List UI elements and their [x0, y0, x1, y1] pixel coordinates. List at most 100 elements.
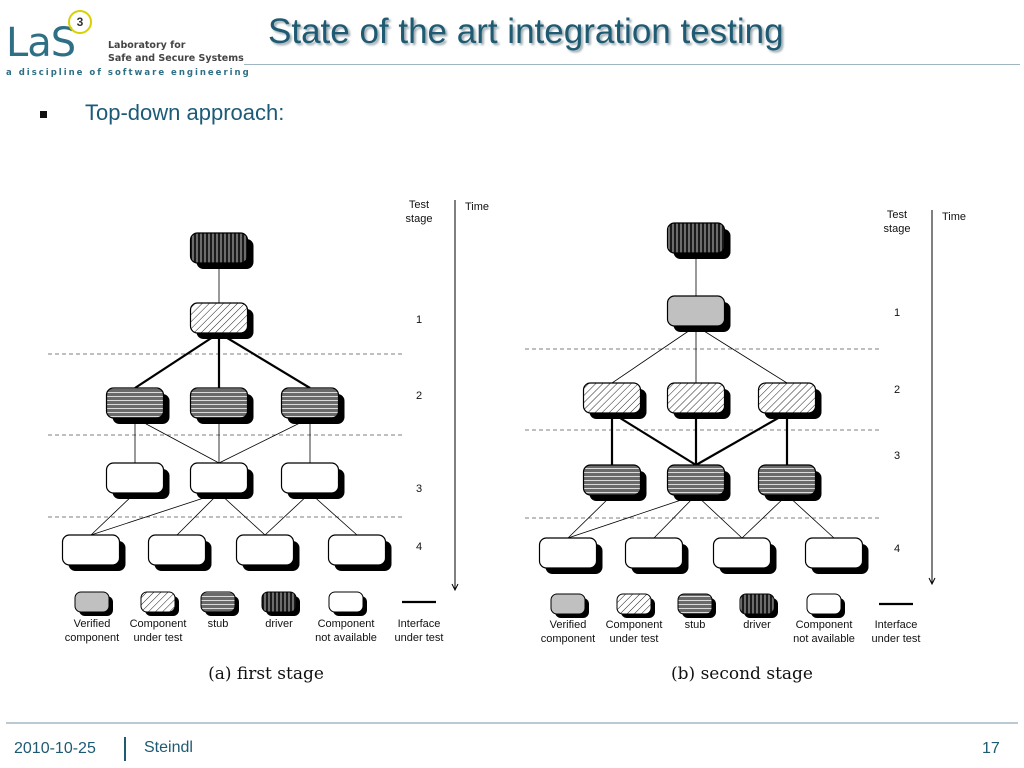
component-na — [105, 462, 170, 499]
component-stub — [582, 464, 647, 501]
interface-under-test — [611, 412, 697, 466]
component-na — [61, 534, 126, 571]
logo-wordmark: LaS — [6, 20, 76, 66]
component-cut — [582, 382, 647, 419]
legend-swatch — [140, 591, 176, 613]
stage-number: 3 — [894, 450, 900, 462]
legend-swatch — [74, 591, 110, 613]
connector-line — [567, 494, 697, 539]
logo-tagline: a discipline of software engineering — [6, 68, 251, 78]
legend-label: Interface — [875, 619, 918, 631]
node-box — [666, 295, 726, 327]
integration-diagram: TimeTeststage1234VerifiedcomponentCompon… — [48, 199, 966, 684]
logo-superscript: 3 — [68, 10, 92, 34]
connector-line — [786, 494, 835, 539]
component-driver — [666, 222, 731, 259]
connector-line — [309, 492, 358, 536]
legend-cut — [140, 591, 179, 616]
node-box — [804, 537, 864, 569]
las3-logo: LaS 3 Laboratory for Safe and Secure Sys… — [4, 4, 249, 78]
legend-label: not available — [315, 632, 377, 644]
connector-line — [218, 492, 266, 536]
node-box — [189, 462, 249, 494]
component-na — [538, 537, 603, 574]
node-box — [189, 232, 249, 264]
legend-na — [806, 593, 845, 618]
footer-author: Steindl — [144, 739, 193, 756]
legend-na — [328, 591, 367, 616]
component-stub — [666, 464, 731, 501]
legend-stub — [200, 591, 239, 616]
connector-line — [90, 492, 220, 536]
legend-label: component — [541, 633, 595, 645]
test-stage-label: Test — [887, 209, 907, 221]
component-na — [624, 537, 689, 574]
connector-line — [134, 417, 220, 464]
test-stage-label: Test — [409, 199, 429, 211]
node-box — [712, 537, 772, 569]
legend-label: Component — [318, 618, 375, 630]
node-box — [189, 387, 249, 419]
header-divider — [244, 64, 1020, 65]
connector-line — [695, 325, 788, 384]
legend-label: Component — [606, 619, 663, 631]
time-label: Time — [942, 211, 966, 223]
component-stub — [189, 387, 254, 424]
bullet-square-icon — [40, 111, 47, 118]
legend-label: Verified — [550, 619, 587, 631]
node-box — [757, 464, 817, 496]
legend-swatch — [806, 593, 842, 615]
legend-swatch — [739, 593, 775, 615]
legend-swatch — [328, 591, 364, 613]
stage-number: 1 — [894, 307, 900, 319]
legend-label: driver — [265, 618, 293, 630]
legend-cut — [616, 593, 655, 618]
node-box — [61, 534, 121, 566]
stage-number: 4 — [894, 543, 900, 555]
legend-driver — [261, 591, 300, 616]
footer-divider — [6, 722, 1018, 724]
connector-line — [90, 492, 136, 536]
legend-label: Verified — [74, 618, 111, 630]
logo-subtitle-2: Safe and Secure Systems — [108, 53, 244, 64]
legend-label: driver — [743, 619, 771, 631]
connector-line — [264, 492, 311, 536]
test-stage-label: stage — [884, 223, 911, 235]
node-box — [105, 387, 165, 419]
component-na — [327, 534, 392, 571]
legend-swatch — [550, 593, 586, 615]
legend-label: under test — [872, 633, 921, 645]
legend-verified — [74, 591, 113, 616]
legend-label: under test — [395, 632, 444, 644]
panel-caption: (a) first stage — [208, 664, 324, 684]
connector-line — [741, 494, 788, 539]
node-box — [666, 382, 726, 414]
footer-date: 2010-10-25 — [14, 740, 96, 757]
node-box — [280, 387, 340, 419]
connector-line — [695, 494, 743, 539]
component-na — [235, 534, 300, 571]
connector-line — [218, 417, 311, 464]
legend-verified — [550, 593, 589, 618]
footer-separator — [124, 737, 126, 761]
legend-label: Component — [130, 618, 187, 630]
page-number: 17 — [982, 740, 1000, 757]
stage-number: 3 — [416, 483, 422, 495]
component-cut — [757, 382, 822, 419]
time-label: Time — [465, 201, 489, 213]
legend-swatch — [261, 591, 297, 613]
connector-line — [567, 494, 613, 539]
component-stub — [105, 387, 170, 424]
interface-under-test — [218, 332, 311, 389]
node-box — [757, 382, 817, 414]
component-driver — [189, 232, 254, 269]
node-box — [666, 464, 726, 496]
legend-label: stub — [208, 618, 229, 630]
panel-first-stage: TimeTeststage1234VerifiedcomponentCompon… — [48, 199, 489, 684]
component-na — [147, 534, 212, 571]
bullet-text: Top-down approach: — [85, 100, 285, 125]
legend-label: stub — [685, 619, 706, 631]
logo-subtitle-1: Laboratory for — [108, 40, 186, 51]
component-na — [280, 462, 345, 499]
connector-line — [176, 492, 220, 536]
